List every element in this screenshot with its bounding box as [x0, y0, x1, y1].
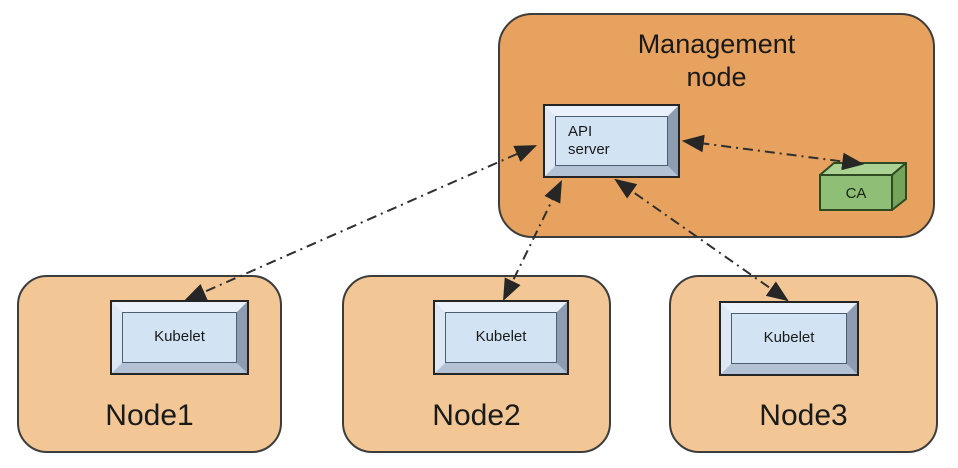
management-node-title: Management node — [637, 29, 796, 92]
kubelet-node2-label: Kubelet — [475, 328, 527, 345]
node3-label: Node3 — [759, 399, 848, 432]
node1-label: Node1 — [105, 399, 194, 432]
kubelet-node3-box: Kubelet — [719, 301, 859, 376]
node2-label: Node2 — [432, 399, 521, 432]
api-server-label: API server — [568, 123, 610, 158]
kubelet-node3-label: Kubelet — [763, 329, 815, 346]
kubelet-node1-label: Kubelet — [154, 328, 205, 345]
api-server-box: API server — [543, 104, 680, 178]
kubelet-node2-box: Kubelet — [433, 300, 569, 375]
kubelet-node1-box: Kubelet — [110, 300, 249, 375]
